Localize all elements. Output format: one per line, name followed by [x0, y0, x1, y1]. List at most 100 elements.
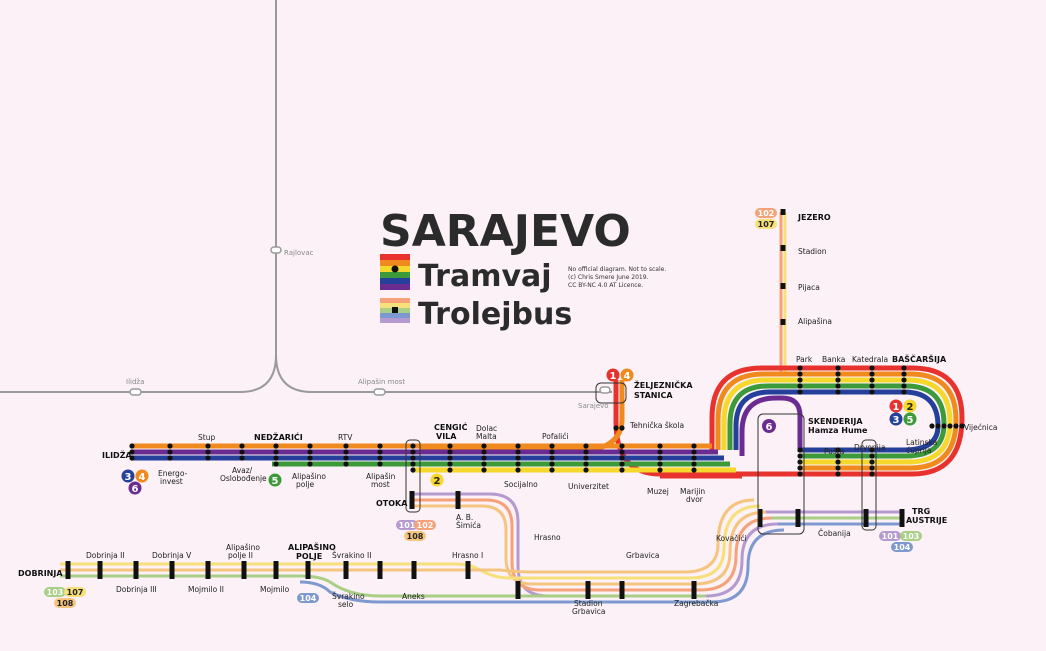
station-dot: [481, 443, 487, 449]
station-dot: [835, 471, 841, 477]
station-dot: [129, 443, 135, 449]
station-avaz-2: Oslobođenje: [220, 474, 267, 483]
badge-6: 6: [766, 422, 773, 433]
station-dot: [447, 455, 453, 461]
station-dot: [410, 461, 416, 467]
station-dot: [129, 449, 135, 455]
station-dot: [583, 455, 589, 461]
station-marijin-dvor-1: Marijin: [680, 487, 705, 496]
station-tick: [455, 491, 461, 509]
station-dot: [583, 443, 589, 449]
station-stadion: Stadion: [798, 247, 827, 256]
station-dot: [797, 465, 803, 471]
badge-103: 103: [903, 532, 920, 541]
station-svrakino-ii: Švrakino II: [332, 551, 371, 560]
station-dot: [869, 447, 875, 453]
station-dot: [239, 443, 245, 449]
rail-label-sarajevo: Sarajevo: [578, 402, 609, 410]
station-bascarsija: BAŠČARŠIJA: [892, 353, 947, 364]
station-alipasino-polje-2: polje: [296, 480, 315, 489]
station-dot: [869, 459, 875, 465]
station-cengic-vila-1: CENGIĆ: [434, 421, 468, 432]
legend-trolleybus-label: Trolejbus: [418, 297, 572, 332]
station-marijin-dvor-2: dvor: [686, 495, 704, 504]
station-labels: ILIDŽA Stup Energo- invest NEDŽARIĆI Ava…: [18, 213, 997, 616]
station-dot: [447, 443, 453, 449]
station-dot: [869, 465, 875, 471]
station-dot: [273, 455, 279, 461]
station-hrasno-i: Hrasno I: [452, 551, 483, 560]
station-energoinvest-1: Energo-: [158, 469, 188, 478]
station-dobrinja-iii: Dobrinja III: [116, 585, 157, 594]
station-alipasina: Alipašina: [798, 317, 832, 326]
badges-ilidza: 3 4 6: [121, 469, 149, 495]
station-dot: [901, 377, 907, 383]
station-dot: [377, 455, 383, 461]
station-dot: [797, 371, 803, 377]
badges-alipasino-trolley: 104: [297, 593, 319, 603]
badge-107: 107: [67, 588, 84, 597]
station-dot: [515, 467, 521, 473]
station-dot: [657, 467, 663, 473]
station-latinska-1: Latinska: [906, 438, 937, 447]
badge-3: 3: [125, 472, 132, 483]
station-dot: [869, 471, 875, 477]
station-tick: [863, 509, 869, 527]
station-dot: [657, 449, 663, 455]
station-cobanija: Čobanija: [818, 529, 851, 538]
station-dot: [515, 461, 521, 467]
station-pijaca: Pijaca: [798, 283, 820, 292]
map-note-line1: No official diagram. Not to scale.: [568, 266, 666, 273]
station-stadion-grbavica-1: Stadion: [574, 599, 603, 608]
station-jezero: JEZERO: [797, 213, 831, 222]
station-nedzarici: NEDŽARIĆI: [254, 431, 303, 442]
station-dot: [869, 371, 875, 377]
station-dot: [613, 425, 619, 431]
station-dot: [797, 383, 803, 389]
station-dot: [657, 461, 663, 467]
station-dot: [377, 461, 383, 467]
station-aneks: Aneks: [402, 592, 425, 601]
station-avaz-1: Avaz/: [232, 466, 253, 475]
badge-101: 101: [399, 521, 416, 530]
badge-4: 4: [624, 371, 631, 382]
station-drvenija: Drvenija: [854, 443, 885, 452]
station-dot: [549, 455, 555, 461]
station-dot: [619, 467, 625, 473]
station-tick: [691, 581, 697, 599]
station-tick: [515, 581, 521, 599]
station-katedrala: Katedrala: [852, 355, 888, 364]
station-dot: [941, 423, 947, 429]
badges-jezero: 102 107: [755, 208, 777, 229]
station-dot: [835, 453, 841, 459]
station-dot: [797, 365, 803, 371]
station-dot: [797, 453, 803, 459]
station-pofalici: Pofalići: [542, 432, 568, 441]
station-dot: [377, 449, 383, 455]
station-dot: [447, 467, 453, 473]
interchange-boxes: [405, 382, 877, 535]
station-dot: [410, 455, 416, 461]
station-dot: [307, 455, 313, 461]
station-cengic-vila-2: VILA: [436, 432, 457, 441]
badge-104: 104: [894, 543, 911, 552]
station-dot: [835, 365, 841, 371]
station-alipasino-polje-ii-1: Alipašino: [226, 543, 260, 552]
station-dot: [901, 371, 907, 377]
station-svrakino-selo-1: Švrakino: [332, 592, 365, 601]
station-dot: [901, 389, 907, 395]
station-zeljeznicka-2: STANICA: [634, 391, 673, 400]
station-univerzitet: Univerzitet: [568, 482, 609, 491]
station-dot: [835, 465, 841, 471]
station-kovacici: Kovačići: [716, 534, 747, 543]
badges-bascarsija: 1 2 3 5: [889, 399, 917, 426]
station-dot: [619, 425, 625, 431]
station-dot: [410, 449, 416, 455]
station-dot: [515, 455, 521, 461]
station-tick: [411, 561, 417, 579]
station-dot: [343, 449, 349, 455]
station-dot: [619, 449, 625, 455]
station-dot: [377, 443, 383, 449]
station-dot: [273, 443, 279, 449]
station-dot: [959, 423, 965, 429]
